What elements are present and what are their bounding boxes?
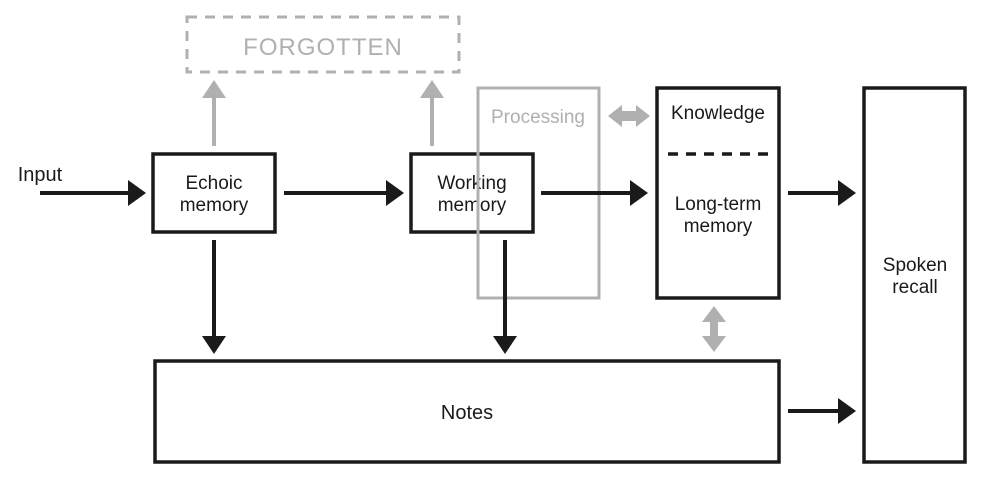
working-memory-label-line2: memory: [438, 195, 507, 216]
knowledge-label: Knowledge: [671, 103, 765, 124]
arrow-head: [202, 336, 226, 354]
arrow-head: [386, 180, 404, 206]
echoic-memory-box: [151, 152, 277, 234]
echoic-memory-label-line2: memory: [180, 195, 249, 216]
arrow-head: [202, 80, 226, 98]
arrow-echoic-to-forgotten: [202, 80, 226, 146]
arrow-echoic-to-notes: [202, 240, 226, 354]
arrow-head: [493, 336, 517, 354]
input-label: Input: [18, 164, 63, 186]
forgotten-label: FORGOTTEN: [243, 34, 403, 61]
notes-box: [153, 359, 781, 464]
echoic-memory-label-line1: Echoic: [185, 173, 242, 194]
spoken-recall-label-line1: Spoken: [883, 255, 947, 276]
spoken-recall-box: [862, 86, 967, 464]
arrow-echoic-to-working: [284, 180, 404, 206]
forgotten-box: [185, 15, 461, 74]
arrow-working-to-forgotten: [420, 80, 444, 146]
working-memory-node: Working memory: [409, 152, 535, 234]
arrow-head: [420, 80, 444, 98]
longterm-memory-node: Knowledge Long-term memory: [655, 86, 781, 300]
double-arrow-vertical-icon: [702, 306, 726, 352]
arrow-head: [838, 180, 856, 206]
notes-label: Notes: [441, 402, 493, 424]
longterm-memory-label-line2: memory: [684, 216, 753, 237]
arrow-head: [838, 398, 856, 424]
arrow-working-to-notes: [493, 240, 517, 354]
double-arrow-horizontal-icon: [608, 105, 650, 127]
echoic-memory-node: Echoic memory: [151, 152, 277, 234]
forgotten-node: FORGOTTEN: [185, 15, 461, 74]
spoken-recall-label-line2: recall: [892, 277, 937, 298]
arrow-processing-knowledge: [608, 105, 650, 127]
spoken-recall-node: Spoken recall: [862, 86, 967, 464]
arrow-head: [128, 180, 146, 206]
working-memory-box: [409, 152, 535, 234]
arrow-longterm-notes: [702, 306, 726, 352]
notes-node: Notes: [153, 359, 781, 464]
longterm-memory-box: [655, 86, 781, 300]
arrow-input-to-echoic: [40, 180, 146, 206]
arrow-working-to-longterm: [541, 180, 648, 206]
longterm-memory-label-line1: Long-term: [675, 194, 762, 215]
working-memory-label-line1: Working: [437, 173, 506, 194]
arrow-head: [630, 180, 648, 206]
processing-label: Processing: [491, 107, 585, 128]
arrow-longterm-to-spoken: [788, 180, 856, 206]
arrow-notes-to-spoken: [788, 398, 856, 424]
